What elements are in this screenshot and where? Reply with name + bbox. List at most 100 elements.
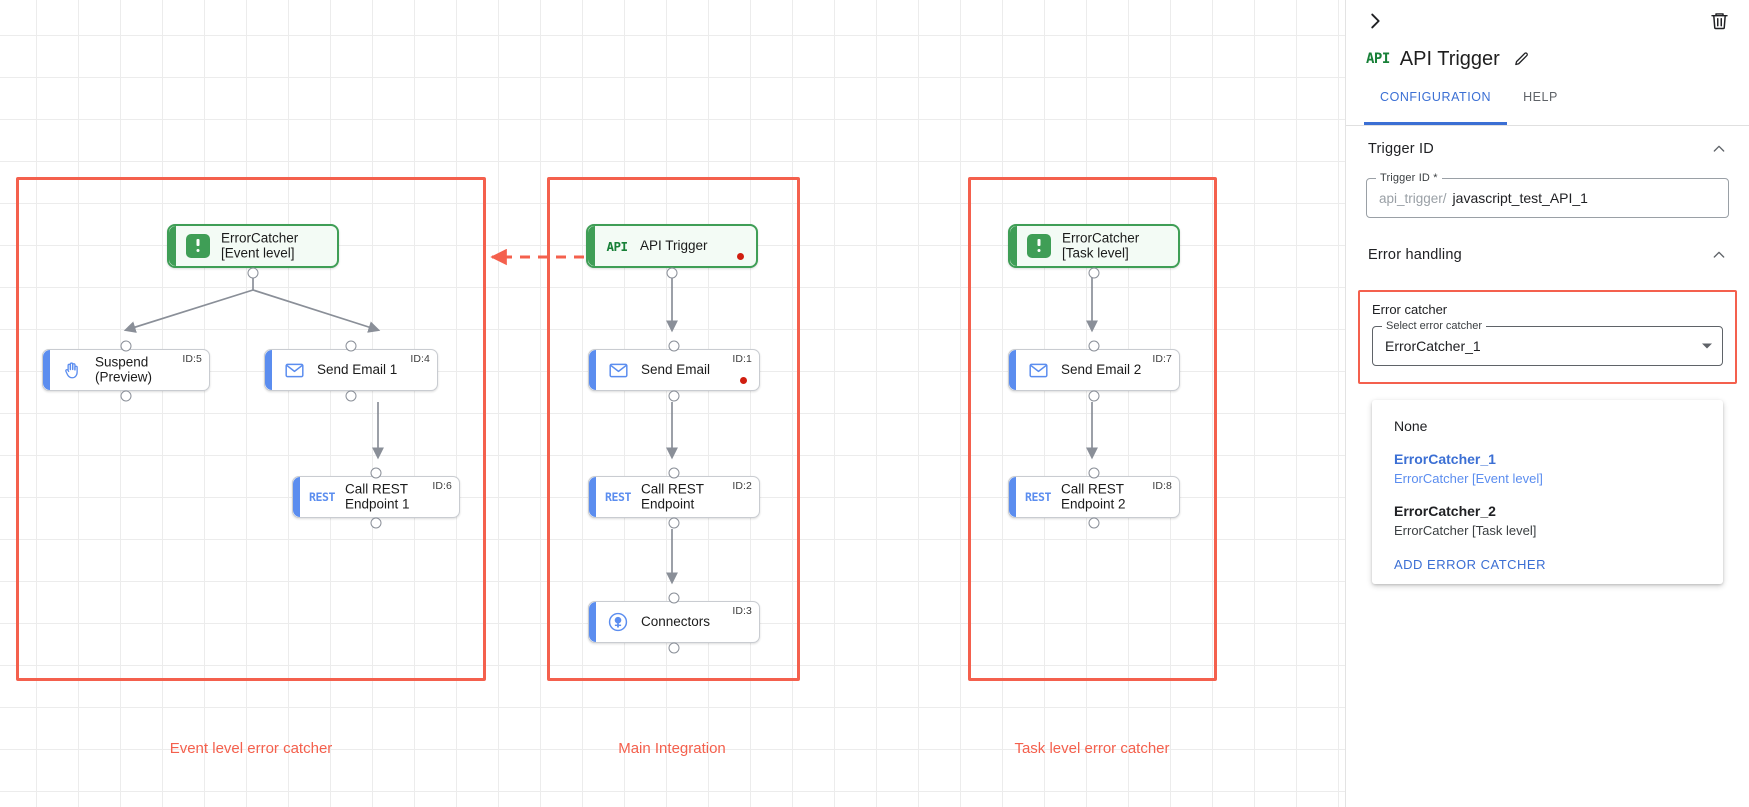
tab-configuration[interactable]: CONFIGURATION [1364,90,1507,125]
group-box[interactable] [968,177,1217,681]
node-output-port[interactable] [247,267,259,279]
node-input-port[interactable] [120,340,132,352]
add-error-catcher-button[interactable]: ADD ERROR CATCHER [1394,557,1546,572]
rest-icon: REST [604,490,632,504]
node-icon: API [605,234,629,258]
node-label: Send Email [641,361,711,377]
node-icon: REST [1025,485,1052,509]
node-send-email-2[interactable]: Send Email 2 ID:7 [1008,349,1180,391]
page-title: API Trigger [1399,47,1500,70]
node-icon [186,234,210,258]
node-label: Connectors [641,613,711,629]
node-label: Suspend (Preview) [95,354,153,384]
node-output-port[interactable] [120,390,132,402]
error-catcher-select[interactable]: Select error catcher ErrorCatcher_1 [1372,320,1723,366]
node-call-rest-endpoint-1[interactable]: REST Call REST Endpoint 1 ID:6 [292,476,460,518]
pencil-icon[interactable] [1513,51,1530,68]
group-label: Task level error catcher [1014,740,1170,757]
caret-up-icon[interactable] [1711,247,1727,263]
api-icon: API [606,238,628,254]
caret-up-icon[interactable] [1711,141,1727,157]
node-output-port[interactable] [1088,267,1100,279]
section-trigger-id-header[interactable]: Trigger ID [1346,126,1749,172]
node-label: Send Email 2 [1061,361,1142,377]
node-send-email[interactable]: Send Email ID:1 [588,349,760,391]
error-catcher-select-label: Select error catcher [1382,320,1486,332]
properties-panel: API API Trigger CONFIGURATION HELP Trigg… [1345,0,1749,807]
node-id-badge: ID:6 [432,480,452,492]
trigger-id-prefix: api_trigger/ [1379,190,1447,206]
node-call-rest-endpoint-2[interactable]: REST Call REST Endpoint 2 ID:8 [1008,476,1180,518]
trigger-id-input[interactable]: Trigger ID * api_trigger/ javascript_tes… [1366,172,1729,218]
node-input-port[interactable] [370,467,382,479]
node-label: Call REST Endpoint [641,481,705,511]
trigger-id-value: javascript_test_API_1 [1452,190,1588,206]
api-icon: API [1366,51,1390,67]
panel-tabs: CONFIGURATION HELP [1346,90,1749,126]
node-id-badge: ID:4 [410,353,430,365]
node-id-badge: ID:7 [1152,353,1172,365]
node-accent-stripe [293,477,300,517]
group-box[interactable] [547,177,800,681]
node-input-port[interactable] [668,467,680,479]
chevron-down-icon[interactable] [1702,343,1712,349]
node-api-trigger[interactable]: API API Trigger [586,224,758,268]
hand-icon [64,361,78,378]
node-output-port[interactable] [1088,517,1100,529]
node-input-port[interactable] [1088,467,1100,479]
node-input-port[interactable] [668,592,680,604]
node-icon [60,358,84,382]
tab-help[interactable]: HELP [1523,90,1558,104]
envelope-icon [284,363,304,377]
node-icon: REST [308,485,336,509]
node-accent-stripe [1010,226,1017,266]
node-error-indicator [737,253,744,260]
node-id-badge: ID:5 [182,353,202,365]
section-trigger-id-title: Trigger ID [1368,141,1434,157]
node-output-port[interactable] [668,642,680,654]
node-accent-stripe [1009,477,1016,517]
node-errorcatcher-event[interactable]: ErrorCatcher [Event level] [167,224,339,268]
node-icon [282,358,306,382]
node-input-port[interactable] [1088,340,1100,352]
node-input-port[interactable] [668,340,680,352]
section-error-handling-header[interactable]: Error handling [1346,232,1749,278]
group-label: Main Integration [618,740,726,757]
node-call-rest-endpoint[interactable]: REST Call REST Endpoint ID:2 [588,476,760,518]
node-accent-stripe [589,477,596,517]
error-catcher-label: Error catcher [1372,302,1448,317]
node-label: Call REST Endpoint 2 [1061,481,1126,511]
node-input-port[interactable] [345,340,357,352]
node-output-port[interactable] [1088,390,1100,402]
node-icon [1026,358,1050,382]
node-id-badge: ID:2 [732,480,752,492]
node-output-port[interactable] [370,517,382,529]
node-output-port[interactable] [345,390,357,402]
node-errorcatcher-task[interactable]: ErrorCatcher [Task level] [1008,224,1180,268]
node-label: Call REST Endpoint 1 [345,481,410,511]
group-box[interactable] [16,177,486,681]
node-output-port[interactable] [666,267,678,279]
node-output-port[interactable] [668,390,680,402]
node-label: API Trigger [640,237,708,253]
node-id-badge: ID:8 [1152,480,1172,492]
dropdown-option[interactable]: None [1372,410,1723,443]
node-accent-stripe [43,350,50,390]
node-output-port[interactable] [668,517,680,529]
trash-icon[interactable] [1709,10,1731,32]
chevron-right-icon[interactable] [1364,10,1386,32]
node-icon [1027,234,1051,258]
connectors-icon [608,612,628,632]
rest-icon: REST [308,490,336,504]
error-catcher-icon [1027,234,1051,258]
node-accent-stripe [169,226,176,266]
node-suspend-preview[interactable]: Suspend (Preview) ID:5 [42,349,210,391]
node-label: ErrorCatcher [Task level] [1062,230,1140,260]
node-id-badge: ID:1 [732,353,752,365]
